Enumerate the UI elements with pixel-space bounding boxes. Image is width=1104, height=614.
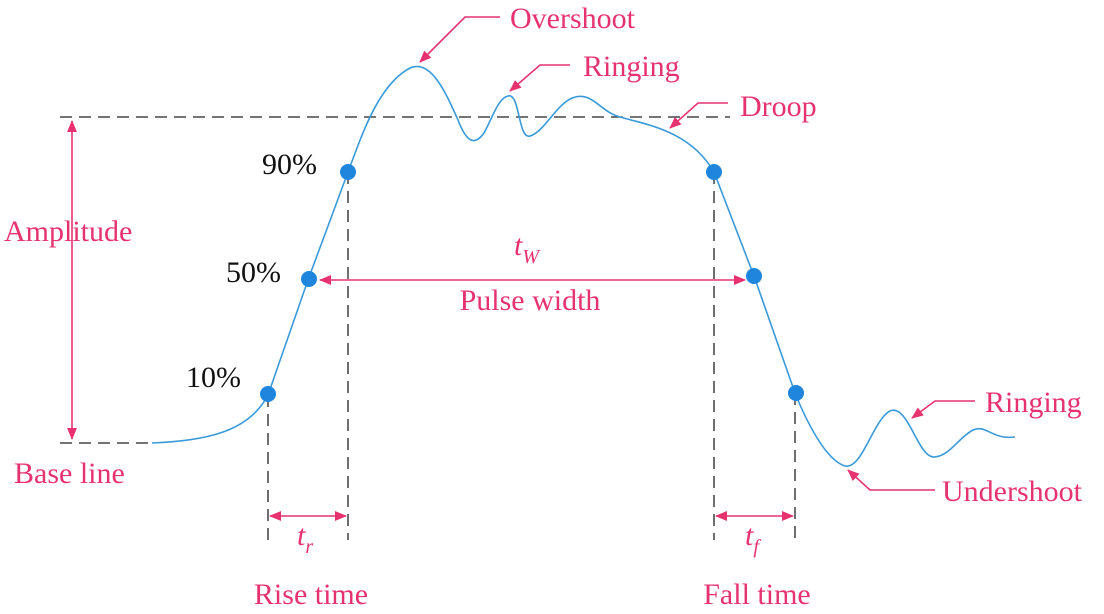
overshoot-label: Overshoot bbox=[510, 2, 636, 35]
overshoot-leader bbox=[419, 16, 500, 63]
ringing-bottom-label: Ringing bbox=[985, 386, 1082, 419]
base-line-label: Base line bbox=[14, 457, 125, 490]
level-10-label: 10% bbox=[186, 361, 241, 394]
undershoot-label: Undershoot bbox=[942, 475, 1083, 508]
rise-10-marker bbox=[260, 386, 276, 402]
pulse-width-symbol: tW bbox=[514, 229, 541, 268]
level-90-label: 90% bbox=[262, 148, 317, 181]
undershoot-leader bbox=[847, 469, 935, 491]
ringing-top-label: Ringing bbox=[583, 50, 680, 83]
fall-time-symbol: tf bbox=[745, 519, 761, 558]
rise-time-label: Rise time bbox=[254, 578, 368, 611]
fall-90-marker bbox=[706, 164, 722, 180]
ringing-top-leader bbox=[509, 64, 570, 92]
pulse-waveform bbox=[151, 65, 1016, 467]
fall-50-marker bbox=[746, 268, 762, 284]
rise-time-symbol: tr bbox=[297, 519, 313, 558]
level-50-label: 50% bbox=[226, 256, 281, 289]
ringing-bottom-leader bbox=[911, 400, 975, 419]
fall-10-marker bbox=[788, 385, 804, 401]
pulse-width-label: Pulse width bbox=[460, 284, 601, 317]
fall-time-label: Fall time bbox=[703, 578, 811, 611]
rise-90-marker bbox=[340, 164, 356, 180]
droop-label: Droop bbox=[740, 90, 817, 123]
amplitude-label: Amplitude bbox=[4, 215, 132, 248]
droop-leader bbox=[669, 102, 728, 129]
rise-50-marker bbox=[301, 271, 317, 287]
